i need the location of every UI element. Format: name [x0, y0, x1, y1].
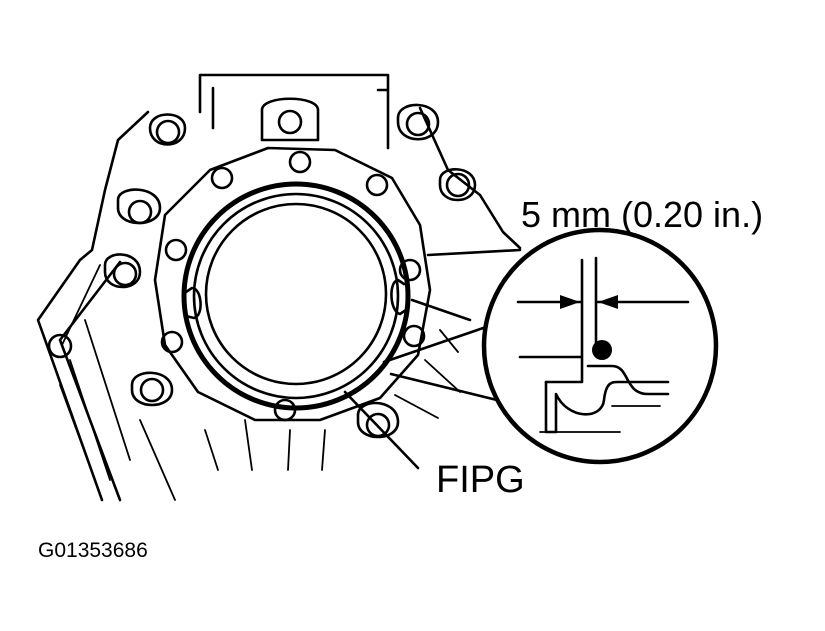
bolt-hole-icon [398, 258, 422, 282]
fipg-bead-dot [592, 340, 612, 360]
bolt-hole-icon [155, 119, 181, 145]
bolt-hole-icon [365, 412, 391, 438]
bore [204, 202, 388, 386]
bolt-hole-icon [210, 166, 234, 190]
retainer-flange [153, 146, 432, 422]
bolt-hole-icon [112, 261, 138, 287]
dimension-arrows [516, 295, 690, 309]
bolt-hole-icon [160, 330, 184, 354]
bolt-hole-icon [164, 238, 188, 262]
case-housing [36, 73, 522, 502]
fipg-leader [343, 390, 420, 470]
bolt-hole-icon [127, 199, 153, 225]
bolt-hole-icon [445, 172, 471, 198]
fipg-label: FIPG [436, 459, 525, 501]
bolt-hole-icon [277, 109, 303, 135]
callout-leader [382, 323, 507, 404]
figure-id: G01353686 [38, 539, 148, 562]
bolt-hole-icon [47, 333, 73, 359]
dimension-label: 5 mm (0.20 in.) [521, 194, 763, 235]
bolt-hole-icon [139, 377, 165, 403]
bolt-hole-icon [402, 324, 426, 348]
bolt-hole-icon [405, 111, 431, 137]
fipg-bead-ring [181, 181, 411, 411]
detail-callout [382, 227, 719, 465]
bolt-hole-icon [365, 173, 389, 197]
bolt-bosses [47, 97, 477, 439]
bolt-hole-icon [288, 150, 312, 174]
